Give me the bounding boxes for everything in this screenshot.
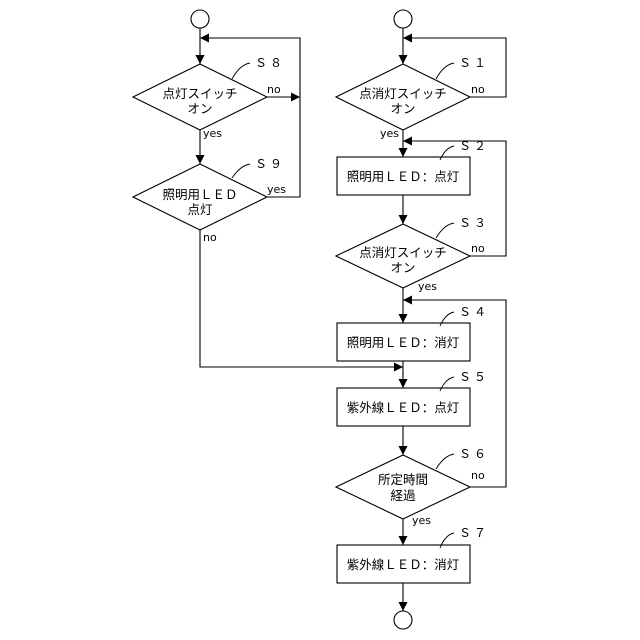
- s1-yes-label: yes: [380, 127, 399, 140]
- s3-decision-text-line2: オン: [390, 260, 415, 275]
- s7-process-label: 紫外線ＬＥＤ：消灯: [347, 557, 460, 572]
- s8-decision-text-line2: オン: [187, 101, 212, 116]
- s9-decision-text-line2: 点灯: [187, 202, 212, 217]
- s1-decision-text-line1: 点消灯スイッチ: [359, 86, 447, 101]
- s8-decision-text-line1: 点灯スイッチ: [162, 86, 237, 101]
- s6-no-label: no: [471, 469, 485, 482]
- s8-step-tick: [232, 63, 250, 79]
- s6-step-label: Ｓ６: [459, 447, 489, 461]
- s5-step-label: Ｓ５: [459, 370, 489, 384]
- s6-decision-text-line2: 経過: [390, 488, 416, 503]
- s8-no-label: no: [267, 83, 281, 96]
- s3-step-tick: [436, 223, 454, 238]
- s7-step-label: Ｓ７: [459, 526, 489, 540]
- s9-decision-text-line1: 照明用ＬＥＤ: [162, 187, 237, 202]
- s9-step-tick: [232, 164, 250, 178]
- s5-process-label: 紫外線ＬＥＤ：点灯: [347, 400, 460, 415]
- s9-yes-label: yes: [267, 183, 286, 196]
- s4-step-label: Ｓ４: [459, 305, 489, 319]
- s2-process-label: 照明用ＬＥＤ：点灯: [347, 169, 460, 184]
- s8-step-label: Ｓ８: [255, 56, 285, 70]
- s8-yes-label: yes: [203, 127, 222, 140]
- s6-decision-diamond: [336, 455, 470, 519]
- s1-step-label: Ｓ１: [459, 56, 489, 70]
- s6-yes-label: yes: [412, 514, 431, 527]
- s6-decision-text-line1: 所定時間: [378, 472, 428, 487]
- s6-step-tick: [436, 454, 454, 469]
- end-terminal: [394, 611, 412, 629]
- s4-process-label: 照明用ＬＥＤ：消灯: [347, 335, 460, 350]
- right-start-terminal: [394, 10, 412, 28]
- left-start-terminal: [191, 10, 209, 28]
- s9-yes-loop: [267, 97, 300, 197]
- s1-step-tick: [436, 63, 454, 79]
- s3-no-label: no: [471, 242, 485, 255]
- s3-decision-text-line1: 点消灯スイッチ: [359, 245, 447, 260]
- s3-step-label: Ｓ３: [459, 216, 489, 230]
- s3-yes-label: yes: [418, 280, 437, 293]
- s1-no-label: no: [471, 83, 485, 96]
- s1-decision-text-line2: オン: [390, 101, 415, 116]
- s9-step-label: Ｓ９: [255, 157, 285, 171]
- s9-no-label: no: [203, 231, 217, 244]
